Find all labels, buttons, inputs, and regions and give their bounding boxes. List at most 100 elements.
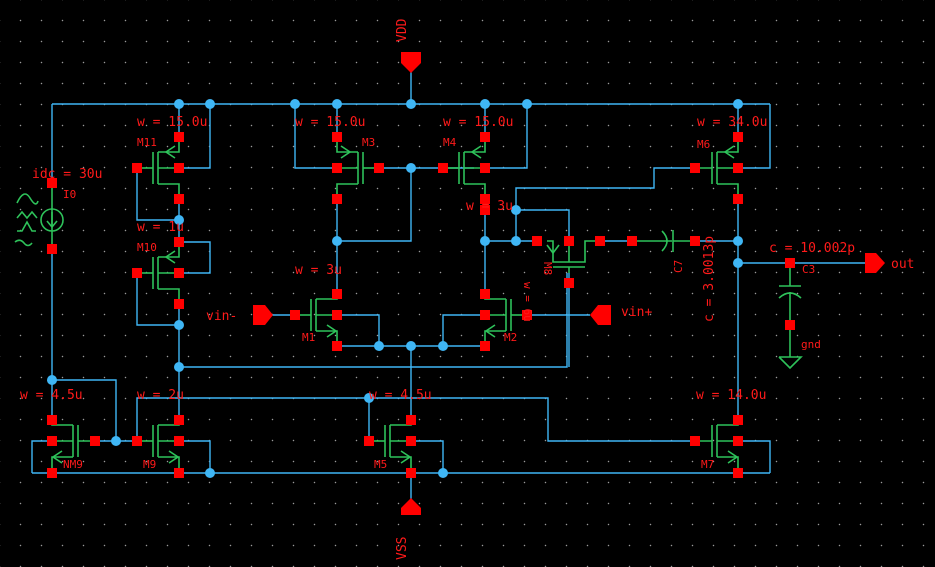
wire-m11-gate[interactable] <box>136 168 180 221</box>
label-m4-name: M4 <box>443 136 457 149</box>
wire-m11-body[interactable] <box>179 104 211 169</box>
pin-marker[interactable] <box>132 163 142 173</box>
pin-marker[interactable] <box>564 278 574 288</box>
pin-marker[interactable] <box>174 436 184 446</box>
label-m1-width: w = 3u <box>295 263 342 278</box>
pin-marker[interactable] <box>174 299 184 309</box>
wire-bias-mid[interactable] <box>178 273 568 368</box>
pin-marker[interactable] <box>733 163 743 173</box>
pin-marker[interactable] <box>332 132 342 142</box>
pin-marker[interactable] <box>90 436 100 446</box>
port-vin-plus[interactable] <box>590 305 611 325</box>
pin-marker[interactable] <box>174 268 184 278</box>
pin-marker[interactable] <box>174 132 184 142</box>
pin-marker[interactable] <box>132 436 142 446</box>
pin-marker[interactable] <box>480 310 490 320</box>
pin-marker[interactable] <box>480 194 490 204</box>
labels: VDD VSS vin- vin+ out gnd idc = 30u I0 w… <box>20 18 914 560</box>
pin-marker[interactable] <box>47 468 57 478</box>
pin-marker[interactable] <box>132 268 142 278</box>
label-m7-width: w = 14.0u <box>696 388 766 403</box>
pin-marker[interactable] <box>733 468 743 478</box>
label-m11-name: M11 <box>137 136 157 149</box>
pin-marker[interactable] <box>564 236 574 246</box>
pin-marker[interactable] <box>627 236 637 246</box>
pin-marker[interactable] <box>522 310 532 320</box>
label-vin-plus: vin+ <box>621 305 652 320</box>
current-source-i0[interactable] <box>14 183 64 249</box>
pin-marker[interactable] <box>290 310 300 320</box>
wire-nm9-body[interactable] <box>31 440 52 473</box>
pin-marker[interactable] <box>332 310 342 320</box>
pin-marker[interactable] <box>332 194 342 204</box>
pin-marker[interactable] <box>406 415 416 425</box>
capacitor-c7-symbol[interactable] <box>632 230 695 252</box>
pin-marker[interactable] <box>406 436 416 446</box>
wire-i0-bottom[interactable] <box>51 249 117 441</box>
pin-marker[interactable] <box>374 163 384 173</box>
pin-marker[interactable] <box>690 163 700 173</box>
pin-marker[interactable] <box>332 289 342 299</box>
port-vin-minus[interactable] <box>253 305 273 325</box>
pin-marker[interactable] <box>480 205 490 215</box>
pin-marker[interactable] <box>480 163 490 173</box>
capacitor-c3-symbol[interactable] <box>778 263 802 357</box>
wire-stage1-out[interactable] <box>515 167 695 241</box>
pin-marker[interactable] <box>174 163 184 173</box>
pin-marker[interactable] <box>47 415 57 425</box>
port-vss[interactable] <box>401 498 421 515</box>
pin-marker[interactable] <box>532 236 542 246</box>
pin-markers <box>47 132 795 478</box>
label-m10-name: M10 <box>137 241 157 254</box>
pin-marker[interactable] <box>480 132 490 142</box>
pin-marker[interactable] <box>406 468 416 478</box>
wire-m7-body[interactable] <box>738 440 771 473</box>
label-nm9-name: NM9 <box>63 458 83 471</box>
label-c7-value: c = 3.0013p <box>702 236 717 322</box>
pin-marker[interactable] <box>332 163 342 173</box>
ground-icon <box>778 356 803 370</box>
port-vdd[interactable] <box>401 52 421 73</box>
pin-marker[interactable] <box>364 436 374 446</box>
wire-m5-body[interactable] <box>411 440 444 473</box>
pin-marker[interactable] <box>174 194 184 204</box>
wire-m6-body[interactable] <box>738 104 771 169</box>
pin-marker[interactable] <box>480 341 490 351</box>
label-m5-width: w = 4.5u <box>369 388 432 403</box>
pin-marker[interactable] <box>785 320 795 330</box>
pin-marker[interactable] <box>595 236 605 246</box>
pin-marker[interactable] <box>480 289 490 299</box>
wire-mirror-diode[interactable] <box>337 168 412 242</box>
pin-marker[interactable] <box>785 258 795 268</box>
pin-marker[interactable] <box>47 178 57 188</box>
pin-marker[interactable] <box>733 436 743 446</box>
pin-marker[interactable] <box>174 468 184 478</box>
wire-m10-body[interactable] <box>179 241 211 274</box>
wire-m8-drain[interactable] <box>516 209 570 241</box>
wire-bias-gates[interactable] <box>136 397 695 442</box>
pin-marker[interactable] <box>733 194 743 204</box>
wire-m3-left[interactable] <box>294 104 337 169</box>
label-i0-param: idc = 30u <box>32 167 102 182</box>
pin-marker[interactable] <box>733 132 743 142</box>
pin-marker[interactable] <box>733 415 743 425</box>
pin-marker[interactable] <box>690 436 700 446</box>
pin-marker[interactable] <box>690 236 700 246</box>
label-m5-name: M5 <box>374 458 387 471</box>
label-i0-name: I0 <box>63 188 76 201</box>
label-vin-minus: vin- <box>206 309 237 324</box>
wire-m1-body[interactable] <box>337 314 380 346</box>
pin-marker[interactable] <box>438 163 448 173</box>
pin-marker[interactable] <box>332 341 342 351</box>
pin-marker[interactable] <box>174 415 184 425</box>
wire-m10-gate[interactable] <box>136 273 180 326</box>
wire-m2-body[interactable] <box>442 314 485 346</box>
pin-marker[interactable] <box>174 237 184 247</box>
port-out[interactable] <box>865 253 885 273</box>
label-c3-value: c = 10.002p <box>769 241 855 256</box>
pin-marker[interactable] <box>47 244 57 254</box>
wire-m9-body[interactable] <box>179 440 211 473</box>
wire-m4-body[interactable] <box>485 104 528 169</box>
pin-marker[interactable] <box>47 436 57 446</box>
